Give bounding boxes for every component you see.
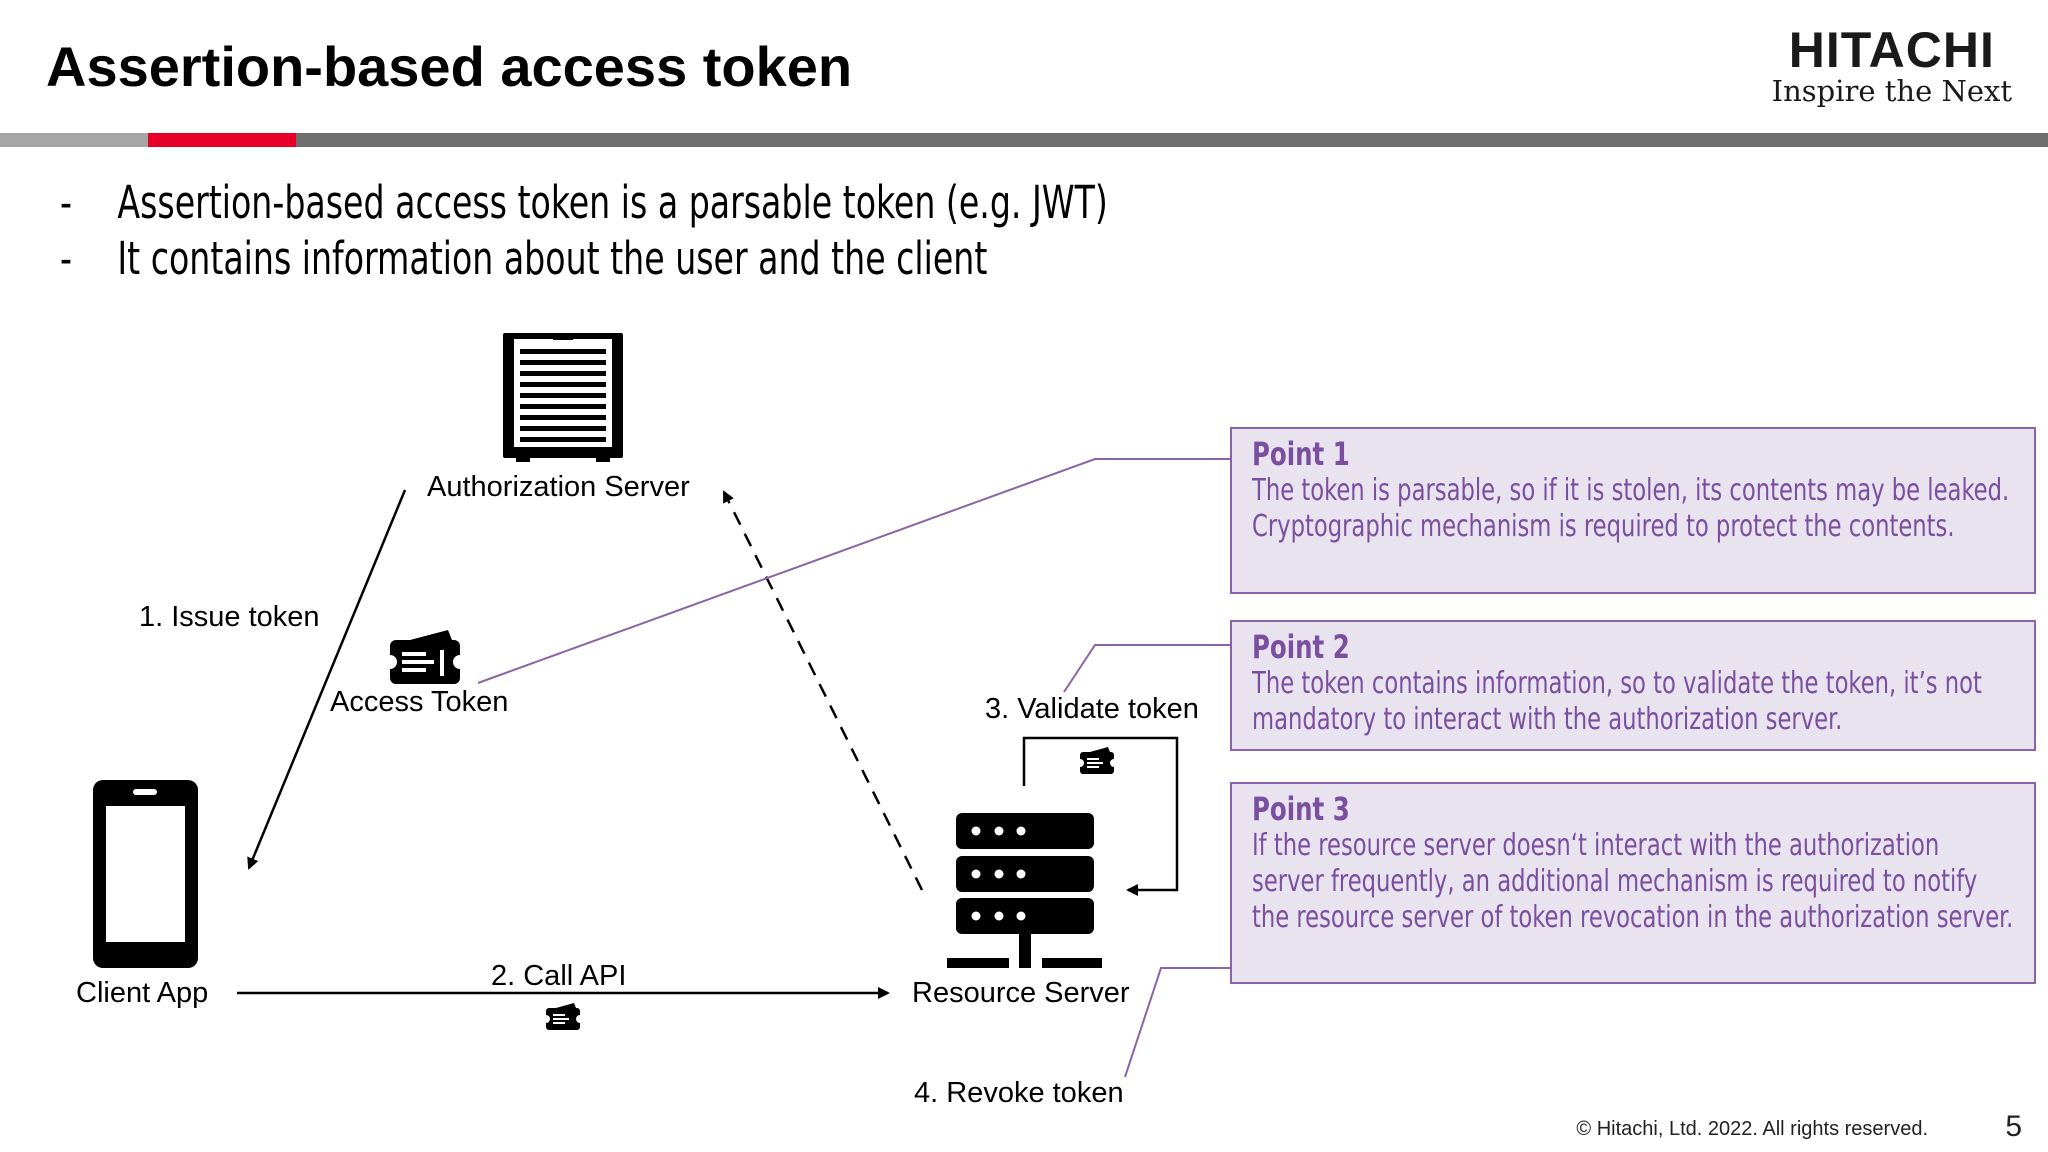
access-token-label: Access Token <box>330 686 509 718</box>
header-rule-red <box>148 133 296 147</box>
point-title: Point 1 <box>1252 435 1350 473</box>
header-rule-grey-right <box>296 133 2048 147</box>
call-api-label: 2. Call API <box>491 960 627 992</box>
point-body: The token contains information, so to va… <box>1252 666 1982 737</box>
brand-tagline: Inspire the Next <box>1771 74 2012 108</box>
server-rack-icon <box>503 333 623 462</box>
callout-line-point-2 <box>1063 644 1232 693</box>
point-callout: Point 2 The token contains information, … <box>1230 620 2036 751</box>
brand-name: HITACHI <box>1788 22 1995 78</box>
point-body: The token is parsable, so if it is stole… <box>1252 473 2010 544</box>
page-number: 5 <box>2005 1110 2022 1143</box>
issue-token-label: 1. Issue token <box>139 601 320 633</box>
point-title: Point 3 <box>1252 790 1350 828</box>
callout-line-point-1 <box>477 458 1232 684</box>
callout-line-point-3 <box>1124 967 1232 1078</box>
bullet-marker: - <box>60 232 72 285</box>
ticket-icon <box>1076 747 1118 774</box>
hitachi-logo: HITACHI Inspire the Next <box>1772 24 2012 108</box>
resource-server-label: Resource Server <box>912 977 1130 1009</box>
ticket-icon <box>383 630 467 684</box>
server-stack-icon <box>947 813 1102 968</box>
authorization-server-label: Authorization Server <box>427 471 690 503</box>
slide-title: Assertion-based access token <box>46 35 853 98</box>
point-callout: Point 1 The token is parsable, so if it … <box>1230 427 2036 594</box>
client-app-label: Client App <box>76 977 209 1009</box>
revoke-token-label: 4. Revoke token <box>914 1077 1124 1109</box>
point-title: Point 2 <box>1252 628 1350 666</box>
revoke-dashed-arrow <box>722 490 924 891</box>
bullet-item: -It contains information about the user … <box>60 232 987 285</box>
bullet-marker: - <box>60 176 72 229</box>
smartphone-icon <box>93 780 198 968</box>
ticket-icon <box>542 1003 584 1030</box>
header-rule-grey-left <box>0 133 148 147</box>
bullet-item: -Assertion-based access token is a parsa… <box>60 176 1108 229</box>
point-body: If the resource server doesn‘t interact … <box>1252 828 2014 935</box>
validate-loop-arrow <box>1022 736 1179 896</box>
bullet-text: Assertion-based access token is a parsab… <box>117 176 1108 229</box>
point-callout: Point 3 If the resource server doesn‘t i… <box>1230 782 2036 984</box>
issue-token-arrow <box>247 489 407 870</box>
bullet-text: It contains information about the user a… <box>117 232 988 285</box>
validate-token-label: 3. Validate token <box>985 693 1199 725</box>
copyright-notice: © Hitachi, Ltd. 2022. All rights reserve… <box>1576 1118 1928 1140</box>
